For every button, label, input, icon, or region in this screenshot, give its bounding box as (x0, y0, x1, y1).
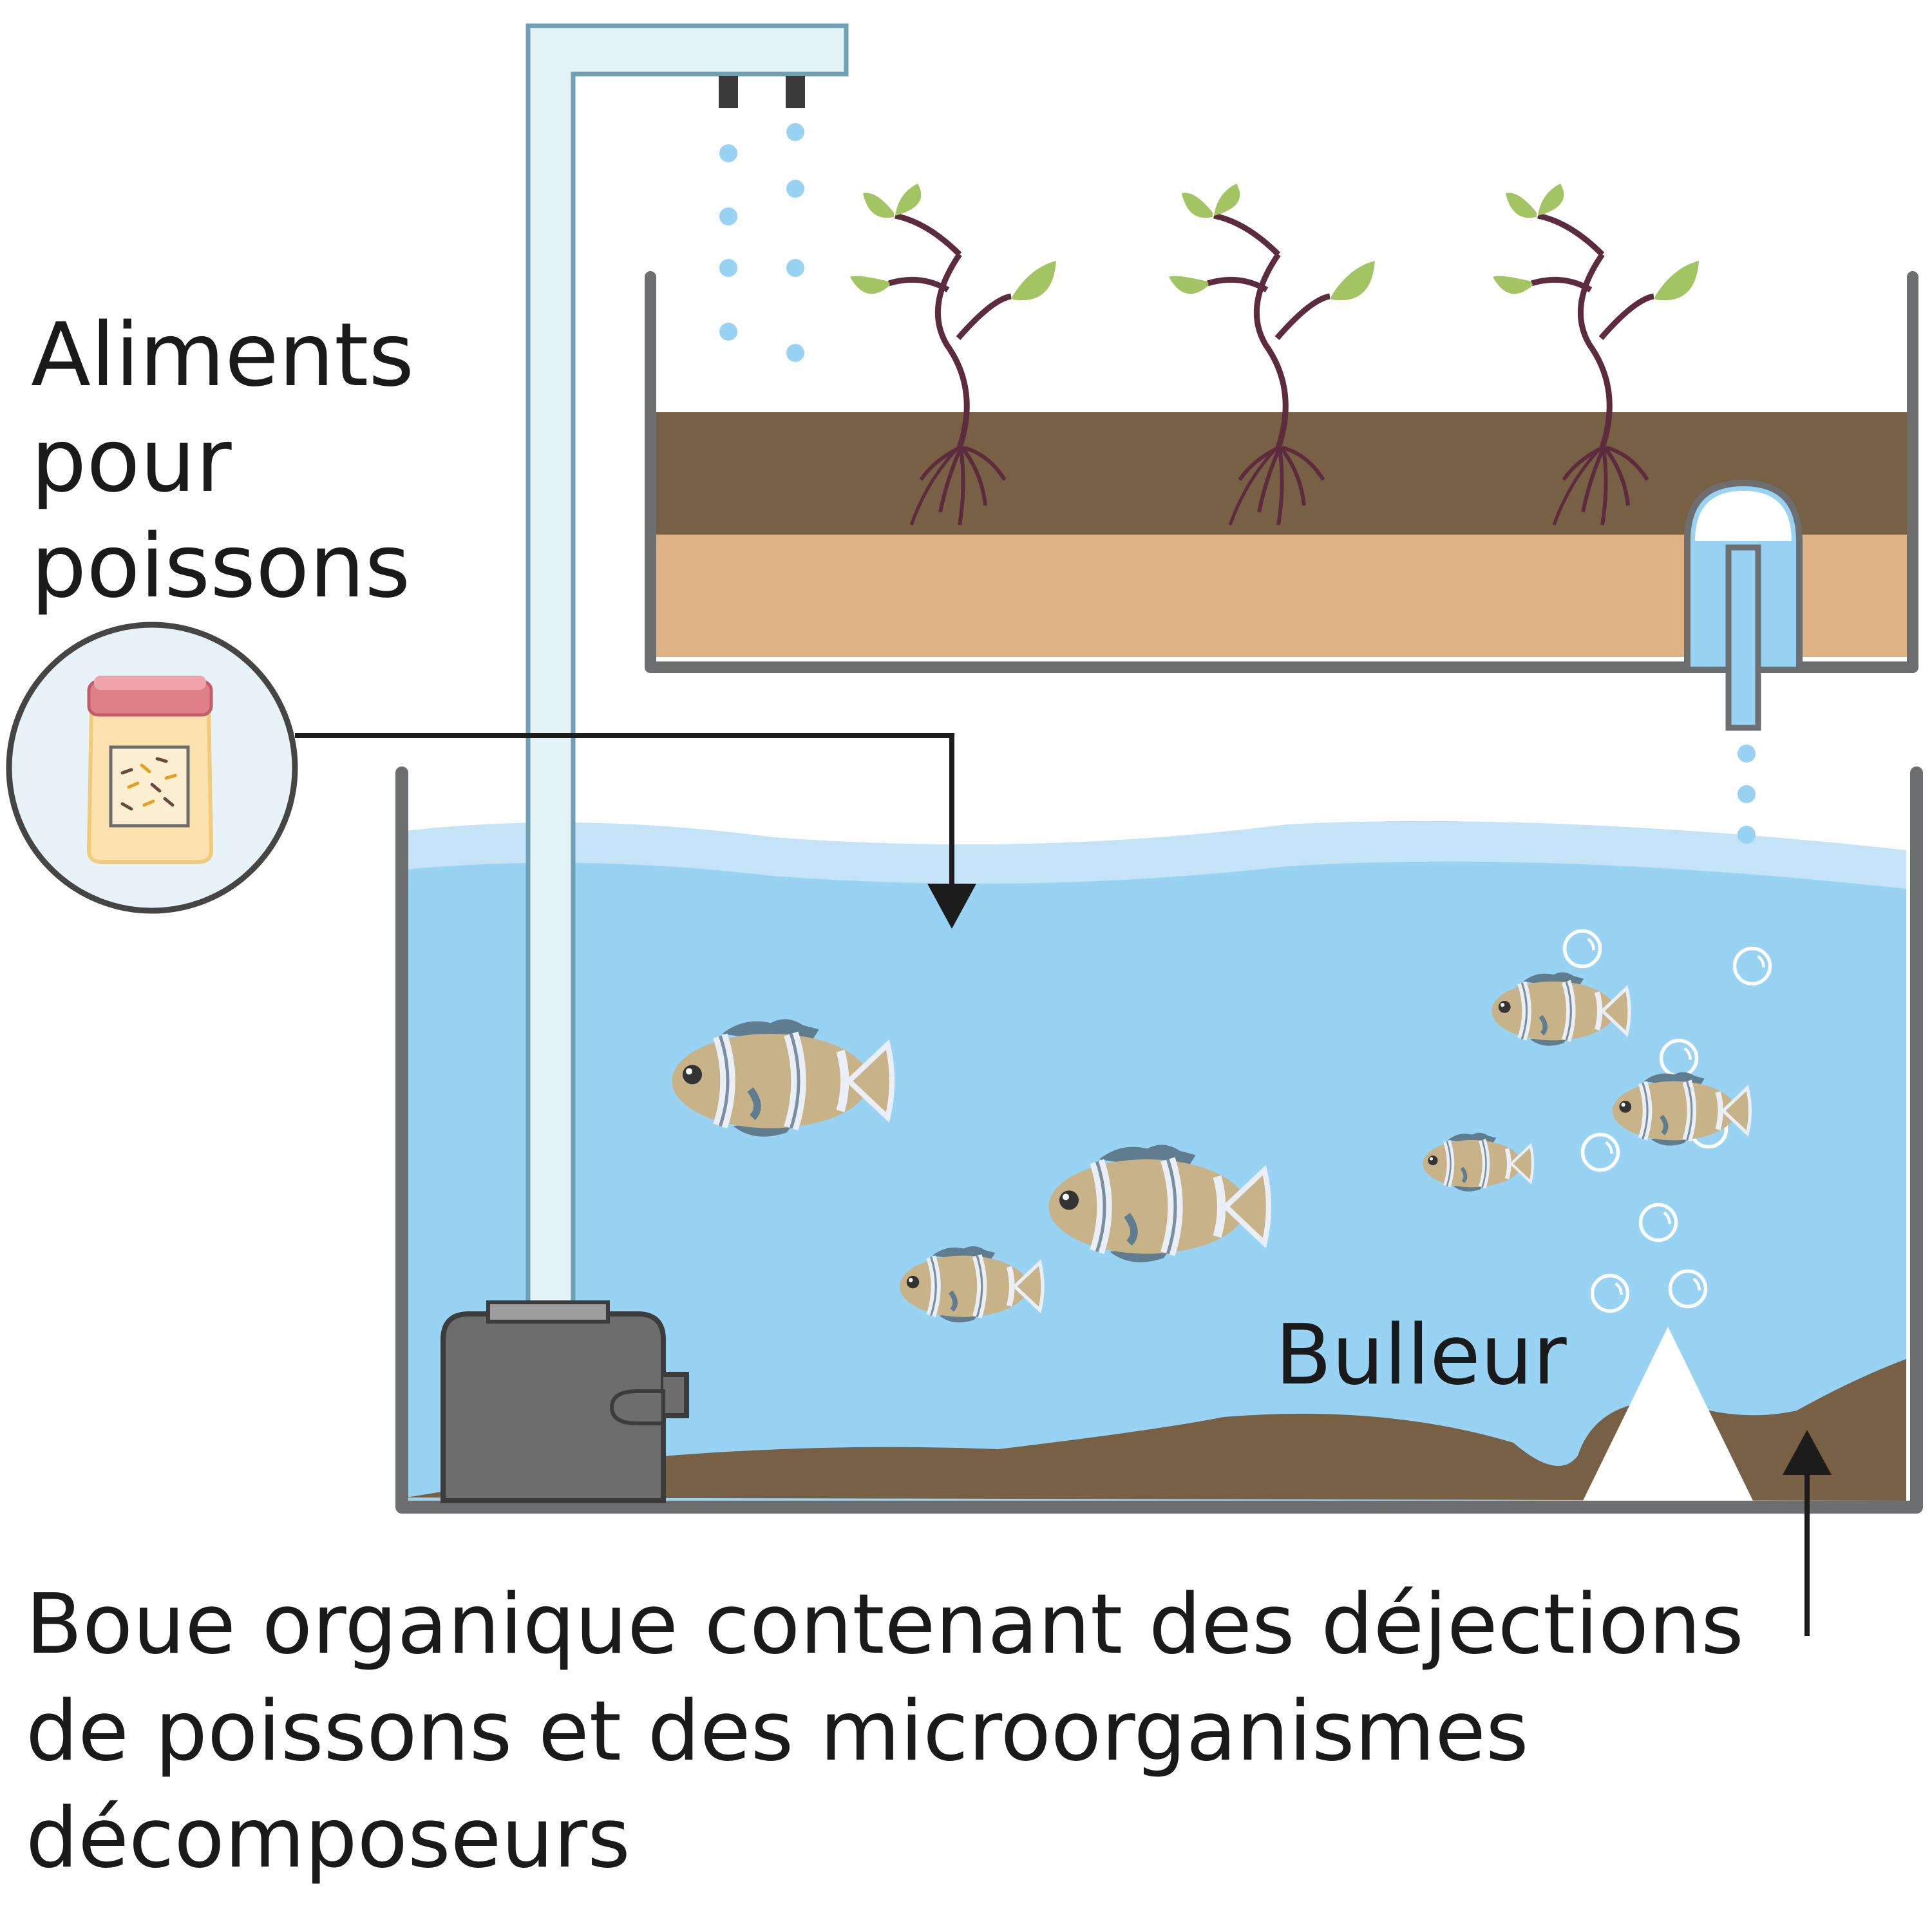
bubbler-label: Bulleur (1275, 1307, 1567, 1403)
sludge-arrow-head (1783, 1430, 1832, 1475)
organic-sludge-label-line: Boue organique contenant des déjections (26, 1577, 1744, 1673)
organic-sludge-label-line: de poissons et des microorganismes (26, 1684, 1529, 1780)
grow-bed (645, 271, 1918, 673)
fish-food-label-line: poissons (31, 516, 411, 618)
food-arrow (295, 733, 954, 888)
air-stone-icon (1583, 1327, 1753, 1501)
siphon-drips (1738, 745, 1756, 844)
spray-drips (719, 123, 804, 362)
water-surface (406, 821, 1906, 889)
organic-sludge-label: Boue organique contenant des déjections … (26, 1572, 1744, 1892)
fish-food-label: Aliments pour poissons (31, 303, 414, 620)
food-arrow-head (927, 884, 976, 929)
fish-food-label-line: pour (31, 410, 232, 512)
organic-sludge (406, 1359, 1906, 1501)
water-pump-icon (440, 1300, 689, 1503)
pipe-nozzle (786, 76, 805, 108)
fish-tank (395, 766, 1923, 1514)
food-jar-icon (6, 622, 298, 914)
pipe-nozzle (719, 76, 738, 108)
bell-siphon (1684, 479, 1803, 731)
fish-food-label-line: Aliments (31, 305, 415, 406)
organic-sludge-label-line: décomposeurs (26, 1791, 630, 1887)
